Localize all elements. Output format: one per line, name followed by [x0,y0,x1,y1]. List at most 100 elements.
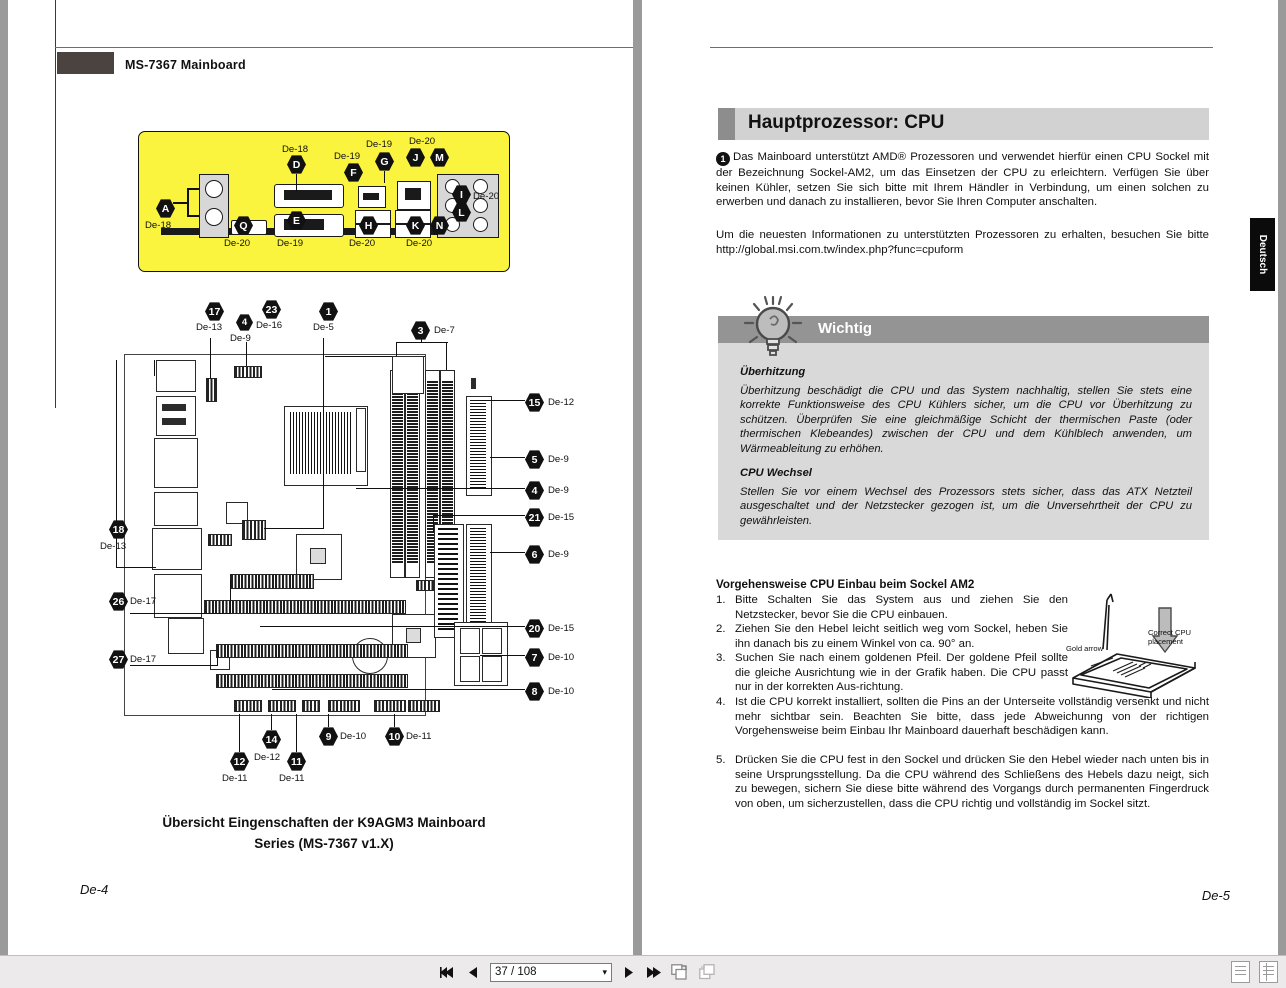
callout-14-sub: De-12 [254,752,281,763]
leader-4b [356,488,525,490]
pci-slot-1 [216,644,408,658]
fit-width-icon [699,964,715,980]
leader-10 [394,714,396,727]
section-header-bar [718,108,1209,140]
last-page-button[interactable] [645,961,662,983]
pcie-x1-slot [230,574,314,589]
dimm-slot-1 [390,370,405,578]
audio-jack-l [473,198,488,213]
procedure-step-4: 4. Ist die CPU korrekt installiert, soll… [716,695,1209,739]
pci-slot-2 [216,674,408,688]
fit-width-button[interactable] [697,961,718,983]
step-2-text: Ziehen Sie den Hebel leicht seitlich weg… [735,623,1068,650]
callout-11-sub: De-11 [279,773,305,784]
callout-jm-sub: De-20 [409,136,436,147]
page-footer-left: De-4 [80,882,109,897]
step-1-number: 1. [716,594,726,606]
fit-page-icon [671,964,687,980]
leader-5 [490,457,525,459]
callout-6: 6 [525,545,544,564]
sata-port-2 [482,628,502,654]
previous-page-button[interactable] [464,961,483,983]
audio-jack-n [473,217,488,232]
leader-6 [490,552,525,554]
important-note-title: Wichtig [818,320,873,337]
pdf-viewer-canvas[interactable]: MS-7367 Mainboard [0,0,1286,955]
important-subhead-2: CPU Wechsel [740,467,812,479]
callout-h: H [359,216,378,235]
page-number-input[interactable]: 37 / 108 ▾ [490,962,612,982]
callout-14: 14 [262,730,281,749]
callout-8-sub: De-10 [548,686,575,697]
atx-power-pins [438,528,458,632]
leader-fan-cpu [246,342,248,366]
language-tab-deutsch[interactable]: Deutsch [1250,218,1275,291]
page-gutter-middle [633,0,642,955]
callout-10: 10 [385,727,404,746]
callout-f-sub: De-19 [334,151,361,162]
callout-h-sub: De-20 [349,238,376,249]
left-edge-leader [116,360,118,568]
callout-9-sub: De-10 [340,731,367,742]
header-accent-block [57,52,114,74]
chipset-north-die [310,548,326,564]
leader-9 [328,714,330,727]
lightbulb-icon [743,295,803,356]
callout-23-sub: De-16 [256,320,283,331]
lan-jack [405,188,421,200]
important-note-bar [718,316,1209,343]
figure-caption-line-2: Series (MS-7367 v1.X) [254,836,394,851]
fit-page-button[interactable] [669,961,690,983]
chipset-south-die [406,628,421,643]
callout-q: Q [234,216,253,235]
front-panel-header-12 [234,700,262,712]
page-number-dropdown-icon[interactable]: ▾ [602,966,607,977]
chassis-intrusion-11 [302,700,320,712]
atx12v-connector [242,520,266,540]
callout-g-sub: De-19 [366,139,393,150]
ps2-keyboard-port [205,180,223,198]
callout-j: J [406,148,425,167]
document-page-left[interactable]: MS-7367 Mainboard [8,0,633,955]
leader-27-v [217,651,219,666]
callout-g: G [375,152,394,171]
callout-5: 5 [525,450,544,469]
board-corner-block [392,356,424,394]
callout-21-sub: De-15 [548,512,575,523]
leader-26-v [230,580,232,614]
leader-7 [480,655,525,657]
ide-pins [470,528,486,632]
leader-23-h [264,528,324,530]
fan-header-cpu [234,366,262,378]
leader-15 [476,400,525,402]
viewer-bottom-toolbar[interactable]: 37 / 108 ▾ [0,955,1286,988]
leader-27 [130,665,218,667]
facing-page-view-button[interactable] [1259,961,1278,983]
important-note-box [718,316,1209,540]
figure-caption-line-1: Übersicht Eingenschaften der K9AGM3 Main… [162,815,486,830]
callout-17: 17 [205,302,224,321]
first-page-button[interactable] [438,961,457,983]
next-page-icon [625,966,633,978]
procedure-title: Vorgehensweise CPU Einbau beim Sockel AM… [716,578,975,591]
callout-17-sub: De-13 [196,322,223,333]
callout-26: 26 [109,592,128,611]
step-4-number: 4. [716,696,726,708]
single-page-view-button[interactable] [1231,961,1250,983]
first-page-icon [440,966,453,978]
callout-7: 7 [525,648,544,667]
cpu-lever [356,408,366,472]
last-page-icon [647,966,661,978]
leader-11 [296,714,298,752]
ps2-plate [199,174,229,238]
leader-g [384,171,386,183]
dimm-slot-2 [405,370,420,578]
leader-d [296,174,298,192]
next-page-button[interactable] [619,961,638,983]
small-chip-2 [226,502,248,524]
callout-kn-sub: De-20 [406,238,433,249]
step-5-text: Drücken Sie die CPU fest in den Sockel u… [735,754,1209,810]
callout-7-sub: De-10 [548,652,575,663]
leader-a-h2 [187,215,199,217]
callout-f: F [344,163,363,182]
